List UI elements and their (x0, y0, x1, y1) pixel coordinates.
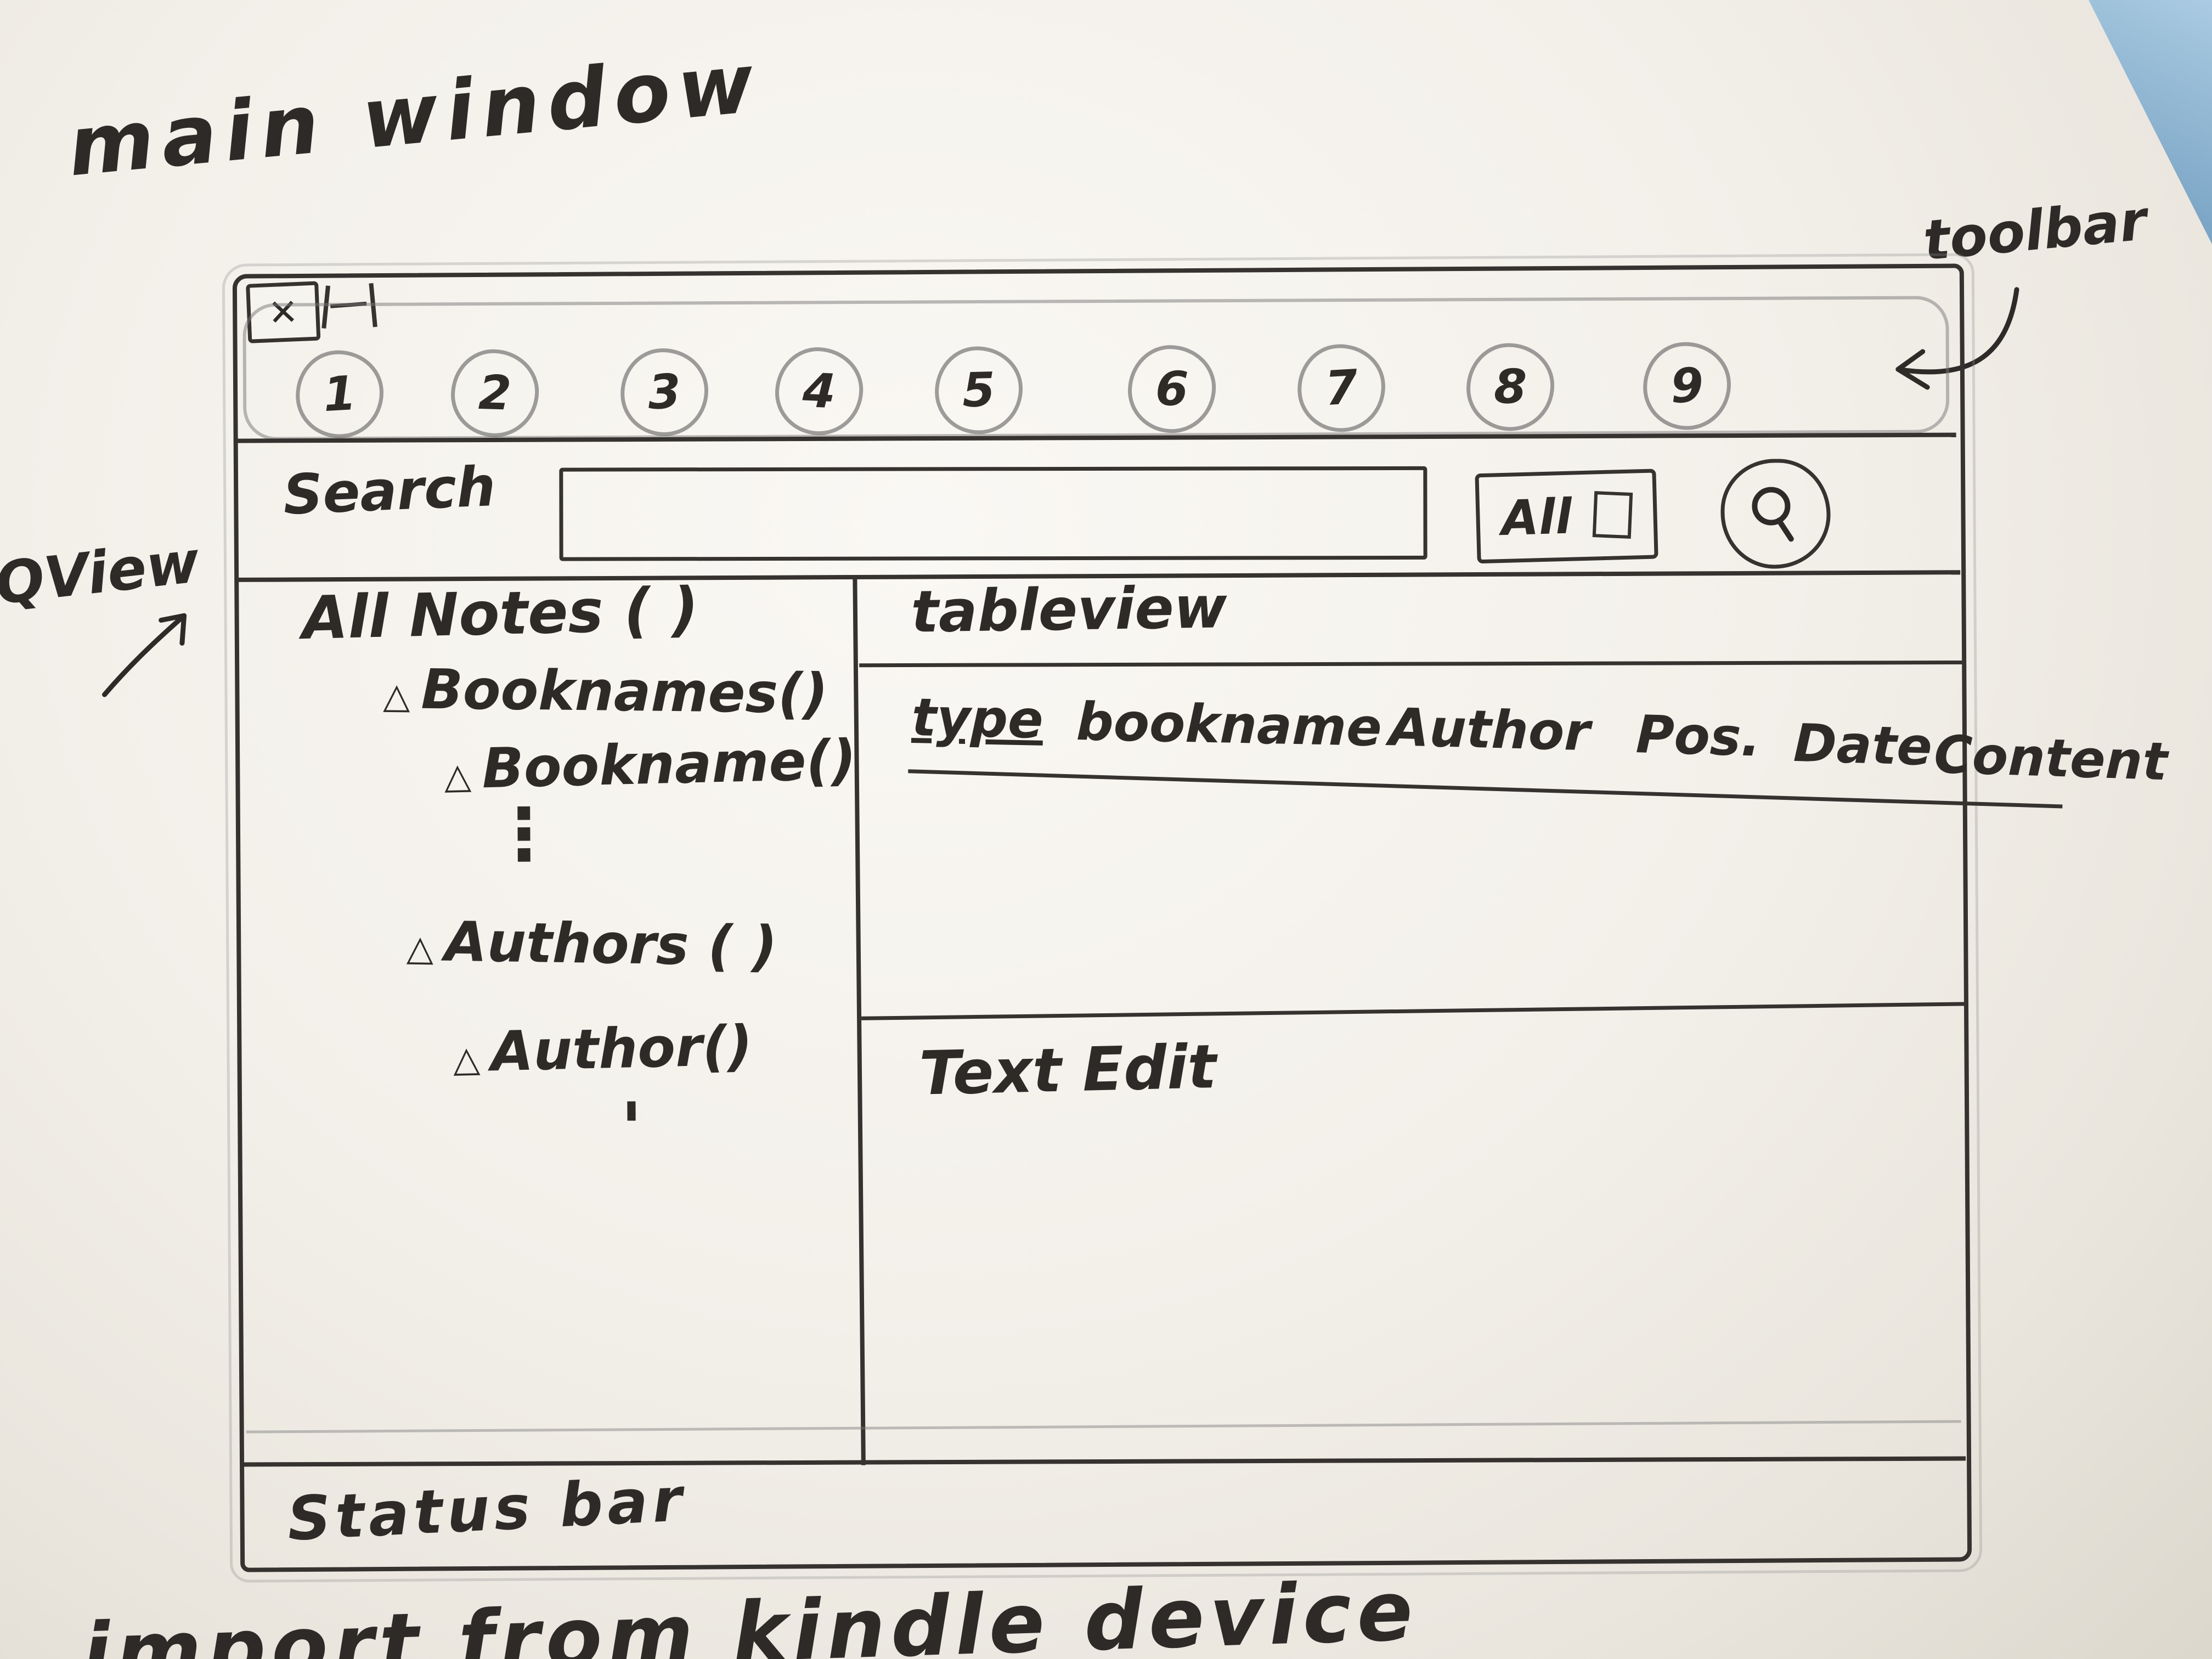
table-view: tableview type bookname Author Pos. Date… (237, 268, 2168, 1109)
filter-all-button[interactable]: All (1475, 469, 1658, 564)
tree-item-authors[interactable]: △ Authors ( ) (406, 909, 778, 979)
expand-triangle-icon: △ (443, 755, 472, 797)
search-input[interactable] (559, 466, 1427, 561)
statusbar-top-line (243, 1456, 1966, 1467)
column-header-bookname[interactable]: bookname (1075, 692, 1383, 759)
expand-triangle-icon: △ (406, 928, 434, 969)
column-header-type[interactable]: type (911, 687, 1044, 751)
annotation-toolbar: toolbar (1920, 188, 2149, 273)
filter-all-label: All (1500, 488, 1573, 546)
text-edit-area[interactable] (864, 1014, 1964, 1454)
toolbar: 1 2 3 4 5 6 7 8 9 (235, 268, 1960, 443)
dropdown-icon (1592, 491, 1633, 539)
expand-triangle-icon: △ (382, 675, 410, 717)
column-header-pos[interactable]: Pos. (1635, 704, 1762, 769)
annotation-main-window: main window (64, 35, 766, 195)
tree-ellipsis: ⋮ (488, 792, 560, 876)
status-bar-label: Status bar (285, 1464, 689, 1554)
qview-arrow (101, 613, 187, 697)
tree-view: All Notes ( ) △ Booknames() △ Bookname()… (237, 268, 1960, 1170)
main-window: ✕ 1 2 3 4 5 6 7 8 9 Search (222, 253, 2168, 1583)
column-header-date[interactable]: Date (1792, 713, 1933, 778)
tableview-top-line (859, 660, 1963, 668)
search-button[interactable] (1720, 458, 1831, 569)
tableview-label: tableview (910, 574, 1228, 646)
column-header-content[interactable]: Content (1933, 724, 2169, 793)
tree-item-all-notes[interactable]: All Notes ( ) (301, 575, 699, 653)
search-label: Search (281, 454, 497, 527)
toolbar-arrow (1895, 287, 2019, 390)
expand-triangle-icon: △ (452, 1039, 481, 1081)
column-header-author[interactable]: Author (1388, 697, 1591, 763)
tree-ellipsis-2: ' (620, 1087, 643, 1171)
bottom-note: import from kindle device (80, 1563, 1420, 1659)
tree-item-booknames[interactable]: △ Booknames() (382, 657, 829, 726)
tree-item-author[interactable]: △ Author() (452, 1013, 753, 1084)
search-icon (1752, 487, 1794, 542)
tree-item-bookname[interactable]: △ Bookname() (443, 727, 857, 801)
